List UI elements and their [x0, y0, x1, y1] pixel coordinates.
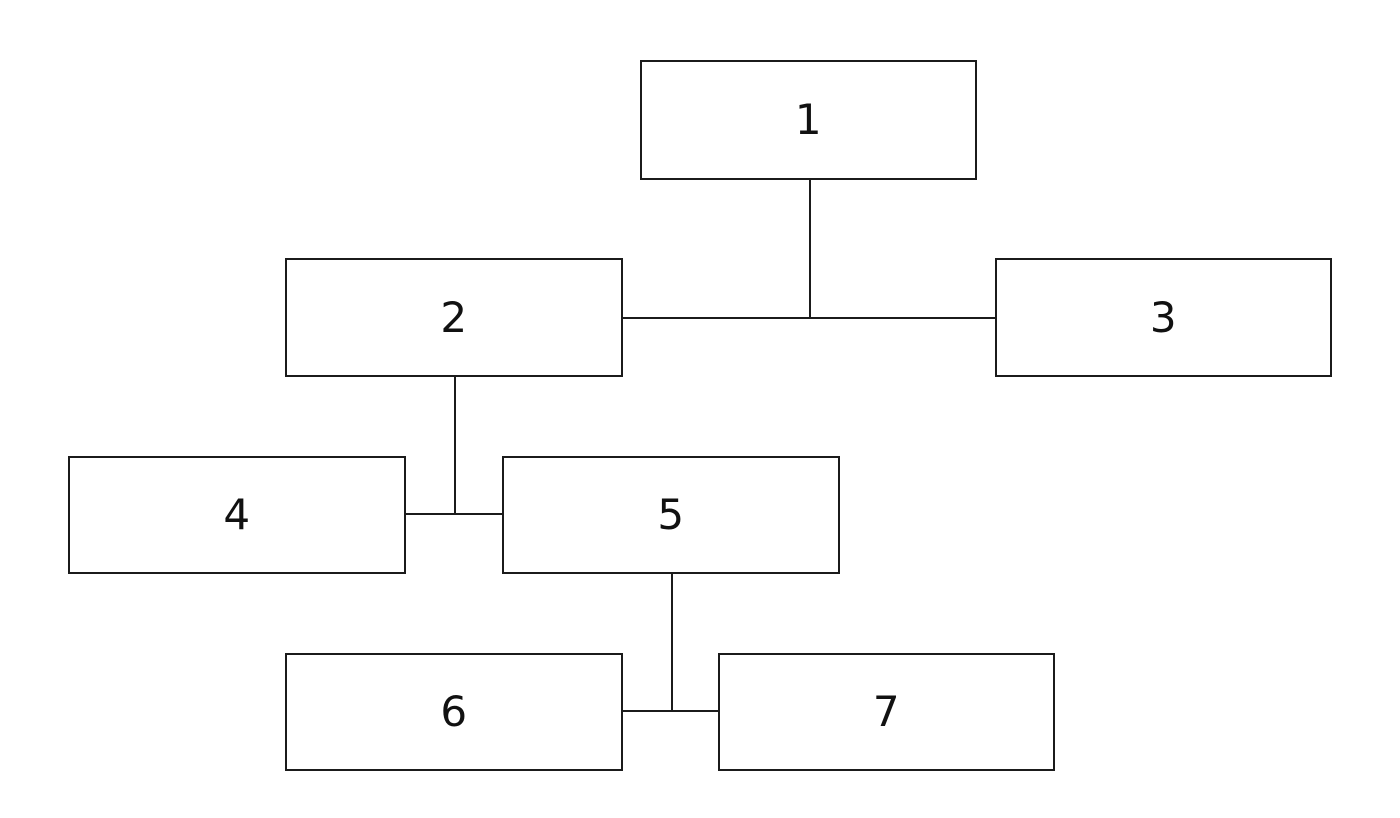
diagram-node-5[interactable]: 5	[502, 456, 840, 574]
node-label: 2	[440, 292, 468, 342]
diagram-node-2[interactable]: 2	[285, 258, 623, 377]
node-label: 7	[872, 687, 901, 736]
diagram-node-3[interactable]: 3	[995, 258, 1332, 377]
diagram-node-6[interactable]: 6	[285, 653, 623, 771]
diagram-node-4[interactable]: 4	[68, 456, 406, 574]
node-label: 1	[794, 95, 823, 144]
node-label: 6	[440, 687, 468, 736]
node-label: 5	[657, 490, 685, 539]
diagram-node-1[interactable]: 1	[640, 60, 977, 180]
node-label: 4	[223, 490, 251, 539]
node-label: 3	[1149, 292, 1178, 342]
diagram-node-7[interactable]: 7	[718, 653, 1055, 771]
